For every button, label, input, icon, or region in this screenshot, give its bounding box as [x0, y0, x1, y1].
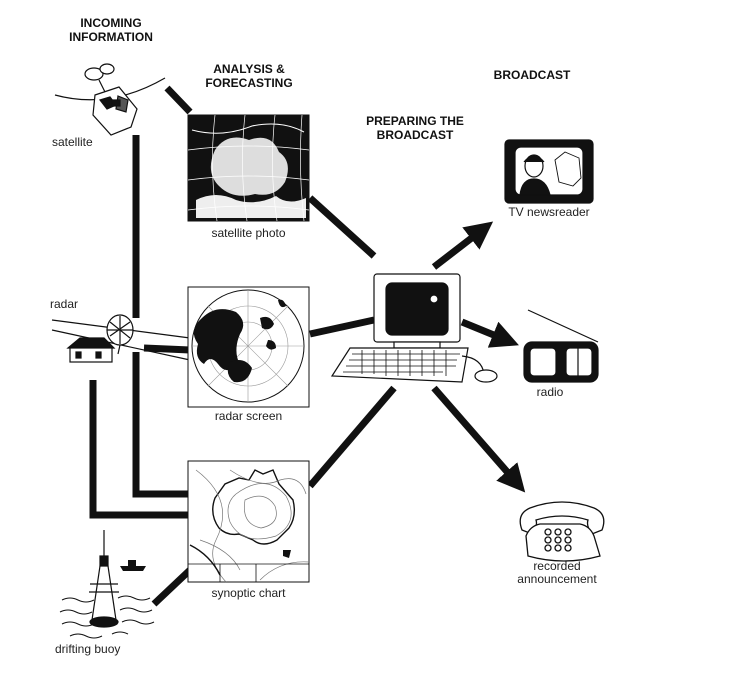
heading-preparing-broadcast: PREPARING THE BROADCAST [366, 114, 464, 142]
label-satellite-photo: satellite photo [211, 226, 286, 240]
label-radio: radio [536, 385, 564, 399]
tv-icon [504, 139, 594, 204]
synoptic-chart-panel [187, 460, 310, 583]
connector-buoy-to-chart [151, 567, 193, 607]
label-radar-screen: radar screen [214, 409, 283, 423]
label-recorded-announcement: recorded announcement [517, 559, 597, 586]
connector-radar-to-chart [132, 352, 190, 498]
connector-photo-to-computer [307, 195, 377, 259]
satellite-photo-panel [187, 114, 310, 222]
arrow-to-radio [460, 318, 519, 348]
heading-analysis-forecasting: ANALYSIS & FORECASTING [205, 62, 293, 90]
label-satellite: satellite [52, 135, 93, 149]
heading-incoming-information: INCOMING INFORMATION [69, 16, 153, 44]
connector-radar-to-chart-2 [89, 380, 190, 519]
telephone-icon [519, 501, 605, 562]
radar-station-icon [51, 314, 191, 363]
arrow-to-phone [431, 385, 526, 493]
ship-icon [120, 560, 146, 571]
heading-broadcast: BROADCAST [493, 68, 571, 82]
radio-icon [523, 309, 599, 383]
satellite-icon [54, 63, 166, 136]
radar-screen-panel [187, 286, 310, 408]
label-synoptic-chart: synoptic chart [211, 586, 286, 600]
label-drifting-buoy: drifting buoy [55, 642, 121, 656]
drifting-buoy-icon [59, 530, 155, 639]
label-tv-newsreader: TV newsreader [508, 205, 590, 219]
arrow-to-tv [431, 221, 494, 270]
connector-chart-to-computer [307, 385, 397, 489]
connector-screen-to-computer [309, 316, 375, 338]
connector-satellite-to-photo [164, 85, 193, 115]
label-radar: radar [50, 297, 79, 311]
computer-icon [330, 273, 498, 383]
connector-lines [89, 85, 526, 607]
connector-radar-to-screen [143, 344, 191, 354]
